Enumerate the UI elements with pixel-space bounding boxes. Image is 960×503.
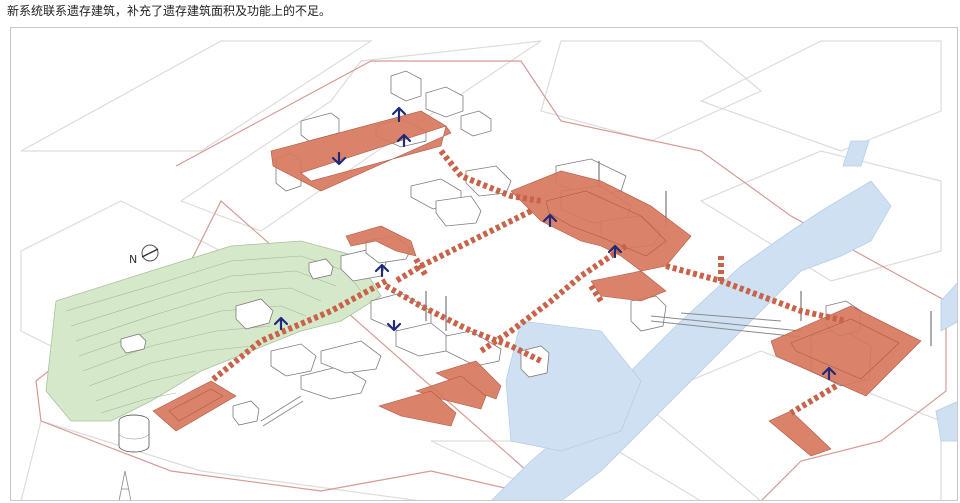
connector-walkways bbox=[209, 149, 847, 416]
arrow-up-icon bbox=[821, 366, 837, 381]
arrow-up-icon bbox=[391, 106, 407, 123]
arrow-up-icon bbox=[607, 244, 623, 259]
north-compass: N bbox=[129, 244, 159, 266]
arrow-down-icon bbox=[386, 319, 402, 332]
arrow-down-icon bbox=[331, 151, 347, 166]
arrow-up-icon bbox=[542, 213, 558, 228]
road-blocks bbox=[20, 40, 942, 500]
green-hill bbox=[45, 240, 382, 422]
arrow-up-icon bbox=[374, 263, 390, 278]
figure-caption: 新系统联系遗存建筑，补充了遗存建筑面积及功能上的不足。 bbox=[7, 4, 332, 18]
pylon bbox=[118, 470, 132, 500]
arrow-up-icon bbox=[273, 316, 289, 331]
north-label: N bbox=[129, 253, 137, 266]
conveyor-trusses bbox=[260, 312, 802, 427]
gas-holder bbox=[118, 414, 150, 453]
platform-frames bbox=[152, 110, 922, 457]
axonometric-site-diagram: N bbox=[10, 27, 958, 501]
arrow-up-icon bbox=[396, 133, 412, 148]
circulation-arrows bbox=[273, 106, 837, 381]
